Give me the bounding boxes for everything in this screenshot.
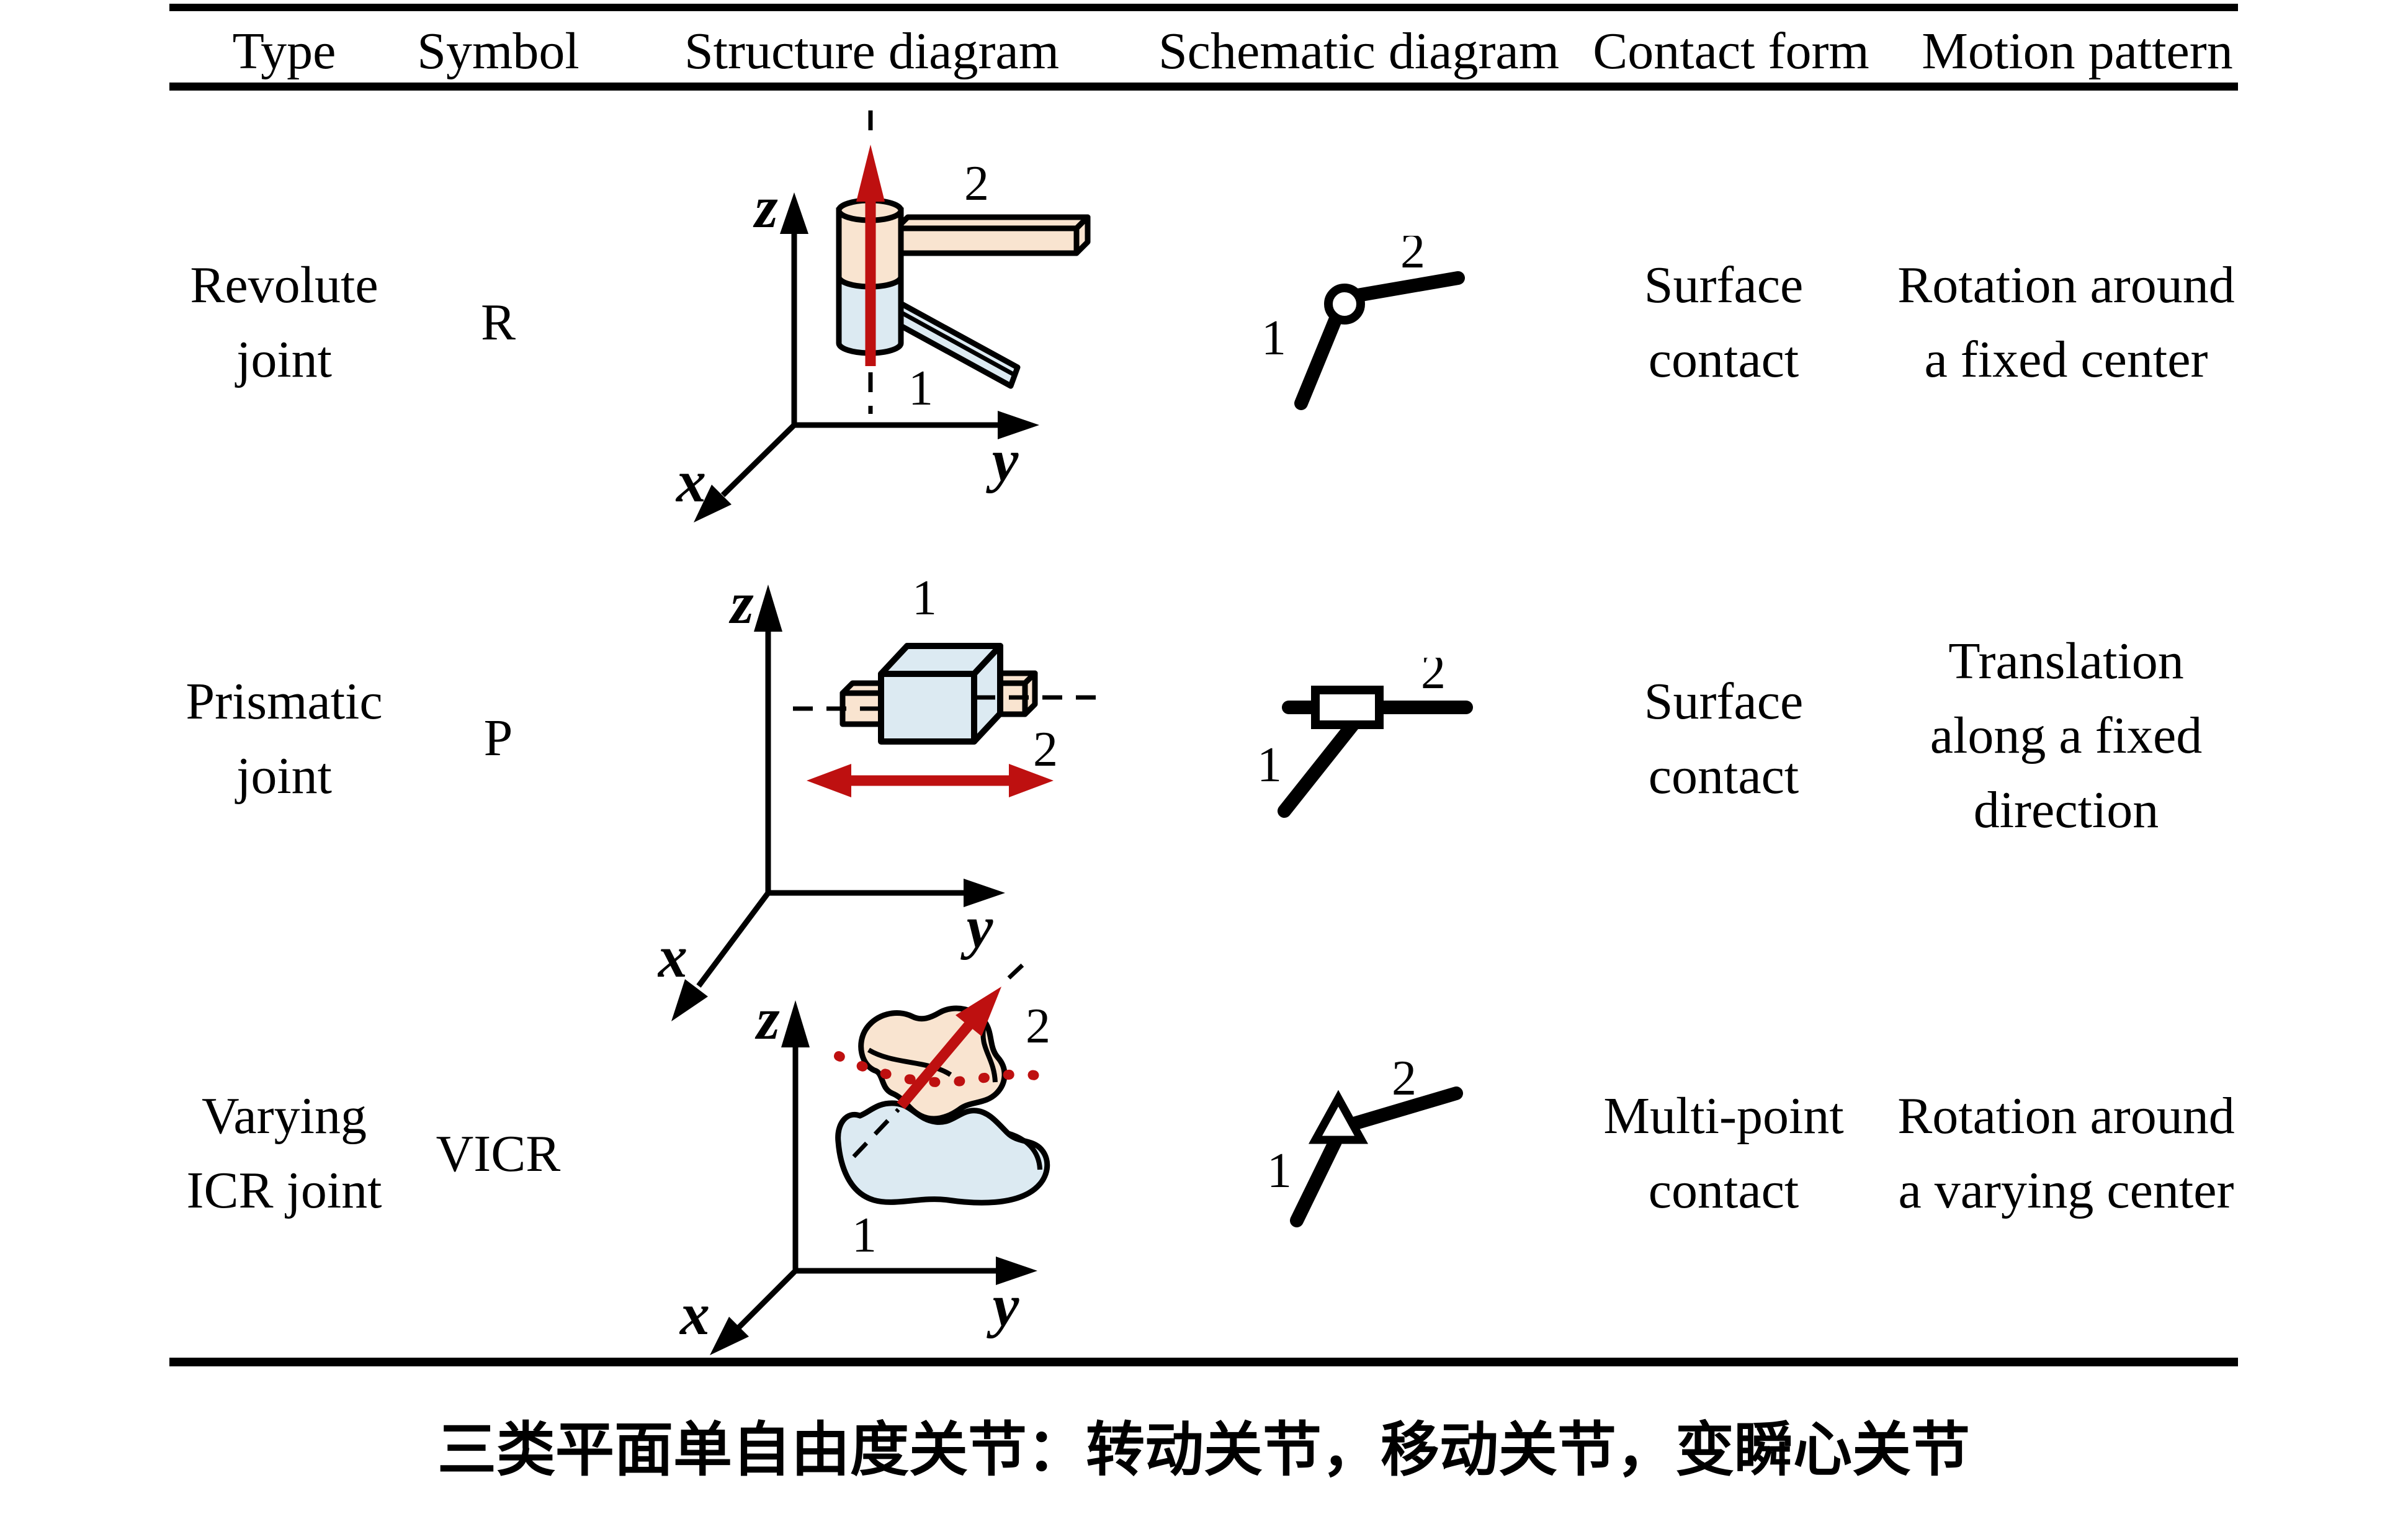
column-header-schematic: Schematic diagram [1158,22,1560,80]
z-axis-label: z [754,985,779,1052]
z-axis-arrowhead [781,1000,810,1047]
row3-type: Varying ICR joint [186,1087,382,1219]
column-header-type: Type [232,22,336,80]
row3-contact-form: Multi-point contact [1603,1087,1844,1219]
link2-number: 2 [1033,722,1058,777]
z-axis-label: z [728,571,753,636]
contact-dotted-curve [834,1051,1042,1088]
y-axis-arrowhead [998,411,1039,439]
x-axis-label: x [679,1281,710,1347]
translation-arrowhead-left [807,764,851,797]
translation-arrowhead-right [1009,764,1054,797]
column-header-symbol: Symbol [417,22,580,80]
x-axis-label: x [658,923,687,990]
link2-number: 2 [964,156,989,211]
link2-number: 2 [1421,658,1446,699]
prismatic-schematic-diagram: 2 1 [1260,658,1473,818]
rotation-axis-arrowhead [856,145,885,202]
revolute-schematic-diagram: 2 1 [1261,236,1465,410]
row1-symbol: R [480,293,516,351]
z-axis-arrowhead [754,585,782,632]
table-bottom-rule [169,1358,2238,1366]
link1-line [1294,310,1343,410]
link1-number: 1 [1267,1144,1292,1198]
z-axis-arrowhead [780,192,808,234]
axis-dash-lower [852,1108,900,1158]
link1-number: 1 [912,571,937,625]
row1-contact-form: Surface contact [1644,256,1804,388]
y-axis-label: y [987,1272,1019,1338]
column-header-structure: Structure diagram [684,22,1060,80]
link2-line [1351,271,1465,302]
prismatic-joint-box [1311,686,1384,729]
link1-line [1278,717,1361,818]
link1-line [1290,1135,1342,1227]
x-axis-label: x [675,448,706,514]
link1-number: 1 [908,361,933,416]
varying-axis-arrowhead [956,987,1001,1036]
link2-bar [893,214,1091,256]
coordinate-axes [720,233,999,498]
row3-symbol: VICR [436,1125,561,1183]
vicr-schematic-diagram: 2 1 [1267,1061,1463,1227]
row1-motion-pattern: Rotation around a fixed center [1897,256,2235,388]
row2-type: Prismatic joint [186,673,383,805]
link2-number: 2 [1400,236,1425,279]
column-header-contact: Contact form [1593,22,1869,80]
y-axis-arrowhead [964,879,1005,907]
link1-number: 1 [1261,311,1286,365]
y-axis-label: y [986,427,1019,493]
x-axis-arrowhead [710,1317,749,1355]
vicr-structure-diagram: z y x 2 1 [679,956,1050,1355]
coordinate-axes [696,630,965,988]
x-axis-arrowhead [694,485,732,522]
z-axis-label: z [753,174,777,240]
row2-contact-form: Surface contact [1644,673,1804,805]
row2-symbol: P [483,709,513,767]
coordinate-axes [736,1046,996,1330]
revolute-structure-diagram: z y x 2 1 [675,110,1091,522]
revolute-joint-circle [1324,284,1365,325]
x-axis-arrowhead [671,979,708,1021]
column-header-motion: Motion pattern [1922,22,2233,80]
figure-caption: 三类平面单自由度关节：转动关节，移动关节，变瞬心关节 [437,1416,1971,1484]
link2-line [1349,1087,1463,1130]
vicr-joint-triangle [1308,1090,1369,1144]
row1-type: Revolute joint [190,256,378,388]
prismatic-structure-diagram: z y x 1 2 [658,571,1097,1021]
link1-block [878,643,1003,745]
table-top-rule [169,4,2238,11]
table-header-rule [169,83,2238,91]
link1-number: 1 [852,1208,877,1263]
varying-axis-arrow-shaft [897,1015,978,1109]
y-axis-arrowhead [996,1257,1037,1285]
axis-dash-upper [1007,956,1032,980]
link1-number: 1 [1260,738,1282,792]
link2-number: 2 [1392,1061,1417,1106]
link2-number: 2 [1026,999,1050,1054]
row2-motion-pattern: Translation along a fixed direction [1930,632,2203,839]
row3-motion-pattern: Rotation around a varying center [1897,1087,2235,1219]
